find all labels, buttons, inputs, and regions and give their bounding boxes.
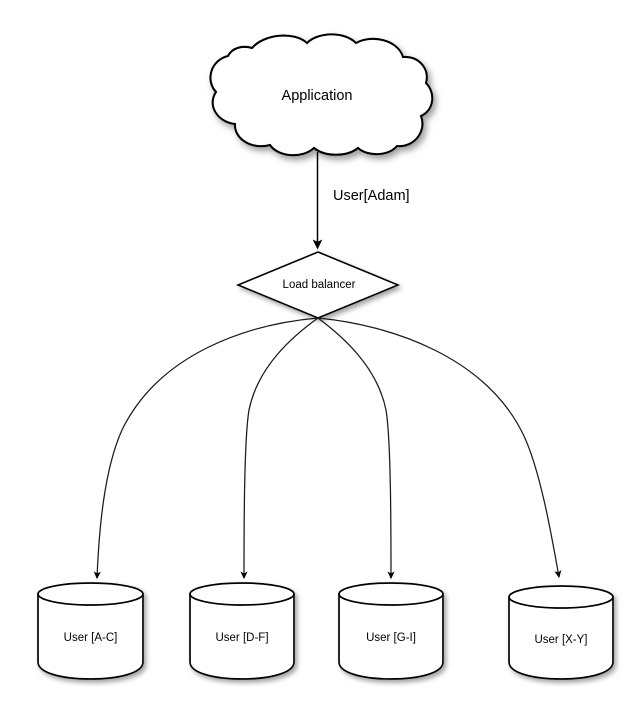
database-label: User [D-F]: [215, 632, 268, 644]
cylinder-body: [37, 593, 144, 680]
node-database-3[interactable]: User [G-I]: [338, 582, 444, 680]
cylinder-body: [189, 593, 295, 680]
edge-curve: [93, 317, 319, 580]
cylinder-top: [508, 585, 614, 609]
edge-load-balancer-to-db-4[interactable]: [317, 317, 562, 579]
cloud-shape: [209, 33, 434, 157]
cloud-label: Application: [282, 88, 353, 104]
edge-load-balancer-to-db-2[interactable]: [240, 317, 319, 580]
cylinder-body: [508, 596, 614, 680]
node-application[interactable]: Application: [209, 33, 434, 157]
node-database-4[interactable]: User [X-Y]: [508, 585, 614, 680]
database-label: User [X-Y]: [534, 634, 587, 646]
cylinder-body: [338, 593, 444, 680]
cylinder-top: [189, 582, 295, 606]
edge-curve: [240, 317, 319, 580]
edge-load-balancer-to-db-1[interactable]: [93, 317, 319, 580]
node-database-1[interactable]: User [A-C]: [37, 582, 144, 680]
node-load-balancer[interactable]: Load balancer: [235, 251, 401, 319]
cylinder-top: [37, 582, 144, 606]
database-label: User [G-I]: [366, 632, 416, 644]
edge-curve: [317, 317, 395, 580]
edge-load-balancer-to-db-3[interactable]: [317, 317, 395, 580]
database-label: User [A-C]: [64, 632, 118, 644]
edge-curve: [317, 317, 562, 579]
edge-label-user-adam: User[Adam]: [333, 188, 410, 204]
edge-application-to-load-balancer[interactable]: User[Adam]: [312, 152, 410, 250]
node-database-2[interactable]: User [D-F]: [189, 582, 295, 680]
cylinder-top: [338, 582, 444, 606]
diamond-label: Load balancer: [283, 279, 356, 291]
